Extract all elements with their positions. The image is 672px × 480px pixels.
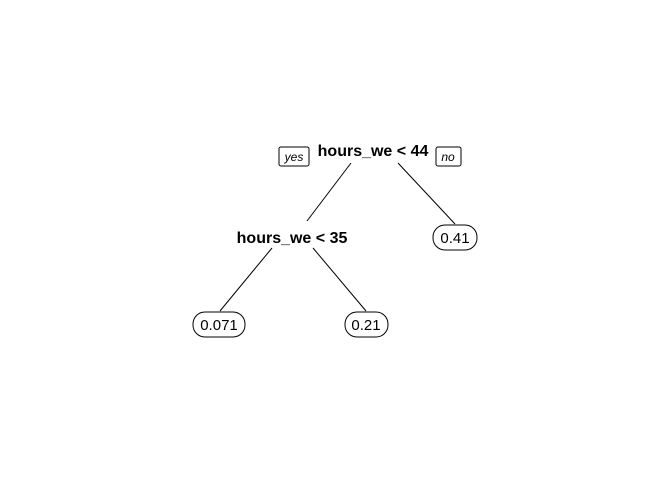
edge-root-to-inner xyxy=(306,162,352,222)
leaf-value-label: 0.071 xyxy=(200,317,238,334)
leaf-node-0071: 0.071 xyxy=(192,311,246,338)
edge-root-to-leaf-041 xyxy=(397,162,456,225)
yes-branch-tag: yes xyxy=(278,146,310,167)
leaf-node-041: 0.41 xyxy=(432,224,478,251)
yes-branch-label: yes xyxy=(284,150,304,164)
leaf-node-021: 0.21 xyxy=(344,311,389,338)
edge-inner-to-leaf-021 xyxy=(312,247,367,312)
inner-split-label: hours_we < 35 xyxy=(237,230,348,247)
leaf-value-label: 0.21 xyxy=(351,317,380,334)
no-branch-tag: no xyxy=(435,146,462,167)
no-branch-label: no xyxy=(441,150,455,164)
leaf-value-label: 0.41 xyxy=(440,230,469,247)
root-split-label: hours_we < 44 xyxy=(318,143,429,160)
edge-inner-to-leaf-0071 xyxy=(219,247,273,312)
